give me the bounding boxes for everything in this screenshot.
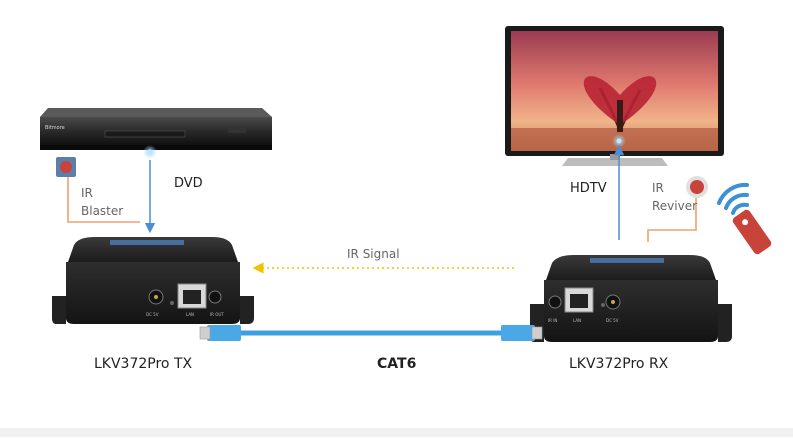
tx-port-label: IR OUT (210, 312, 224, 317)
tx-extender (52, 237, 254, 324)
bottom-strip (0, 428, 793, 437)
cable-label: CAT6 (377, 356, 417, 372)
tx-port-label: DC 5V (146, 312, 159, 317)
ir-sensor-icon (60, 161, 72, 173)
ir-blaster (56, 157, 140, 223)
rx-port-label: DC 5V (606, 318, 619, 323)
dvd-brand-label: Bitmore (45, 125, 65, 131)
tx-label: LKV372Pro TX (94, 356, 193, 372)
ir-blaster-label-line1: IR (81, 186, 93, 200)
ir-receiver-label-line2: Reviver (652, 199, 698, 213)
rx-label: LKV372Pro RX (569, 356, 669, 372)
rx-extender (530, 255, 732, 342)
dvd-label: DVD (174, 176, 203, 191)
ir-receiver (647, 176, 708, 242)
rx-port-label: IR IN (548, 318, 557, 323)
dvd-player (40, 108, 272, 159)
wireless-signal-icon (717, 182, 749, 215)
ir-blaster-label-line2: Blaster (81, 204, 124, 218)
hdtv-display (505, 26, 724, 166)
ir-sensor-icon (690, 180, 704, 194)
cat6-cable (199, 325, 543, 341)
tx-port-label: LAN (186, 312, 194, 317)
hdtv-label: HDTV (570, 181, 607, 196)
remote-control-icon (732, 209, 772, 255)
rx-port-label: LAN (573, 318, 581, 323)
ir-receiver-label-line1: IR (652, 181, 664, 195)
ir-signal-label: IR Signal (347, 247, 400, 261)
